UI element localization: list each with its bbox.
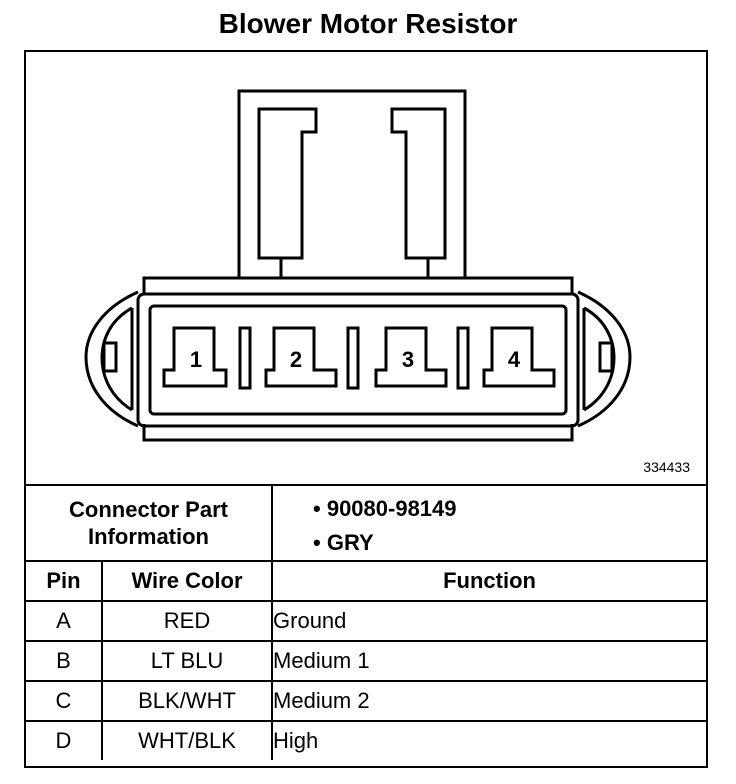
part-info-row: Connector Part Information • 90080-98149… bbox=[26, 484, 707, 562]
diagram-frame: 1 2 3 4 334433 Connector Part Informatio… bbox=[24, 50, 708, 768]
wire-color-cell: LT BLU bbox=[100, 640, 274, 682]
wire-color-cell: BLK/WHT bbox=[100, 680, 274, 722]
latch-right-arm bbox=[390, 107, 447, 260]
housing-right-inner-curve bbox=[583, 306, 616, 412]
pinout-table: Connector Part Information • 90080-98149… bbox=[26, 484, 707, 760]
pin-label-2: 2 bbox=[290, 347, 302, 372]
header-function: Function bbox=[271, 560, 707, 602]
pin-cell: D bbox=[26, 720, 103, 760]
terminal-cavity-1 bbox=[162, 326, 228, 388]
pin-label-1: 1 bbox=[190, 347, 202, 372]
header-wire-color: Wire Color bbox=[100, 560, 274, 602]
part-info-label-line1: Connector Part bbox=[69, 497, 228, 522]
part-info-values: • 90080-98149 • GRY bbox=[271, 484, 707, 562]
part-info-label: Connector Part Information bbox=[26, 484, 274, 562]
table-row: C BLK/WHT Medium 2 bbox=[26, 680, 707, 722]
terminal-cavity-4 bbox=[482, 326, 556, 388]
table-row: B LT BLU Medium 1 bbox=[26, 640, 707, 682]
housing-right-curve bbox=[577, 290, 632, 428]
wire-color-cell: WHT/BLK bbox=[100, 720, 274, 760]
key-bar-2 bbox=[346, 326, 360, 390]
housing-top-rim bbox=[142, 276, 574, 294]
table-row: A RED Ground bbox=[26, 600, 707, 642]
function-cell: Ground bbox=[271, 600, 707, 642]
wire-color-cell: RED bbox=[100, 600, 274, 642]
right-nub bbox=[598, 341, 614, 373]
function-cell: High bbox=[271, 720, 707, 760]
pin-cell: A bbox=[26, 600, 103, 642]
part-number: • 90080-98149 bbox=[313, 496, 457, 521]
function-cell: Medium 1 bbox=[271, 640, 707, 682]
pin-cell: B bbox=[26, 640, 103, 682]
housing-bottom-rim bbox=[142, 424, 574, 442]
figure-id: 334433 bbox=[643, 459, 690, 475]
table-row: D WHT/BLK High bbox=[26, 720, 707, 760]
header-row: Pin Wire Color Function bbox=[26, 560, 707, 602]
housing-left-curve bbox=[84, 290, 139, 428]
function-cell: Medium 2 bbox=[271, 680, 707, 722]
key-bar-1 bbox=[238, 326, 252, 390]
latch-left-arm bbox=[257, 107, 318, 260]
latch-outer bbox=[237, 89, 467, 280]
housing-outer bbox=[136, 292, 580, 428]
key-bar-3 bbox=[456, 326, 470, 390]
pin-label-3: 3 bbox=[402, 347, 414, 372]
left-nub bbox=[102, 341, 118, 373]
pin-label-4: 4 bbox=[508, 347, 521, 372]
page-title: Blower Motor Resistor bbox=[218, 8, 518, 39]
terminal-cavity-2 bbox=[264, 326, 338, 388]
pin-cell: C bbox=[26, 680, 103, 722]
connector-diagram: 1 2 3 4 334433 bbox=[26, 52, 706, 484]
terminal-cavity-3 bbox=[374, 326, 448, 388]
part-color: • GRY bbox=[313, 530, 374, 555]
housing-left-inner-curve bbox=[100, 306, 133, 412]
connector-drawing: 1 2 3 4 bbox=[84, 89, 632, 442]
housing-inner bbox=[148, 304, 568, 416]
header-pin: Pin bbox=[26, 560, 103, 602]
part-info-label-line2: Information bbox=[88, 524, 209, 549]
